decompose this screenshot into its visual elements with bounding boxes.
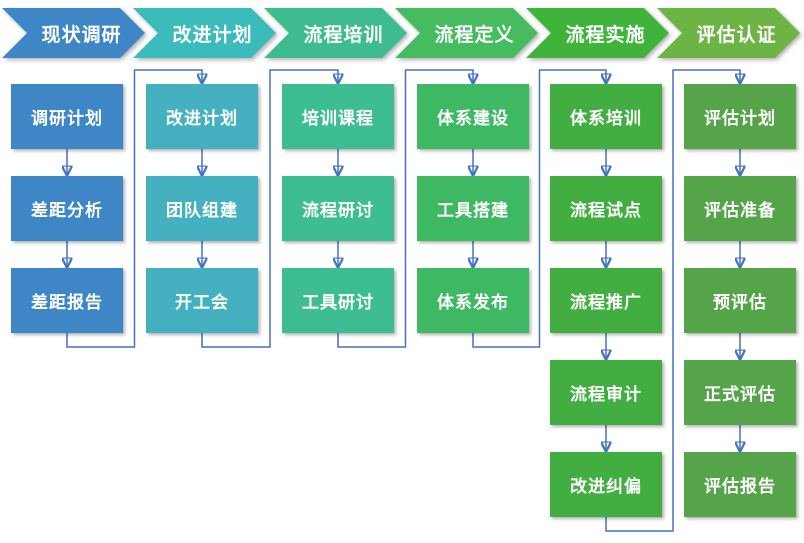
flow-step-box: 流程推广: [550, 268, 662, 333]
phase-chevron-shape: 流程培训: [264, 8, 407, 58]
flow-step-label: 调研计划: [31, 109, 103, 129]
phase-chevron-shape: 现状调研: [2, 8, 145, 58]
flow-step-box: 评估报告: [684, 452, 796, 517]
flow-step-box: 工具研讨: [282, 268, 394, 333]
phase-chevron-3: 流程培训: [264, 8, 407, 58]
flow-step-label: 改进纠偏: [570, 477, 642, 497]
phase-chevron-shape: 流程定义: [395, 8, 538, 58]
flow-step-box: 评估计划: [684, 84, 796, 149]
flow-step-box: 差距分析: [11, 176, 123, 241]
flow-step-label: 正式评估: [704, 385, 776, 405]
flow-step-label: 流程审计: [570, 385, 642, 405]
phase-label: 改进计划: [172, 23, 253, 46]
flow-step-box: 培训课程: [282, 84, 394, 149]
phase-chevron-2: 改进计划: [133, 8, 276, 58]
flow-step-box: 流程研讨: [282, 176, 394, 241]
flow-step-box: 体系培训: [550, 84, 662, 149]
flow-connector: [472, 69, 606, 348]
flow-step-label: 体系发布: [437, 293, 509, 313]
flow-step-box: 正式评估: [684, 360, 796, 425]
flow-step-box: 流程审计: [550, 360, 662, 425]
phase-label: 流程实施: [565, 23, 646, 46]
phase-chevron-shape: 流程实施: [526, 8, 669, 58]
phase-chevron-shape: 评估认证: [657, 8, 800, 58]
flow-step-label: 工具搭建: [437, 201, 509, 221]
flow-step-label: 改进计划: [166, 109, 238, 129]
flow-step-box: 预评估: [684, 268, 796, 333]
phase-label: 流程培训: [303, 23, 384, 46]
flow-step-box: 体系发布: [417, 268, 529, 333]
flow-step-box: 开工会: [146, 268, 258, 333]
flow-step-box: 调研计划: [11, 84, 123, 149]
flow-step-box: 体系建设: [417, 84, 529, 149]
flow-step-label: 评估计划: [704, 109, 776, 129]
flow-step-label: 体系建设: [437, 109, 509, 129]
flow-step-label: 流程试点: [570, 201, 642, 221]
phase-chevron-5: 流程实施: [526, 8, 669, 58]
flow-step-label: 差距报告: [31, 293, 103, 313]
flow-connector: [201, 69, 338, 348]
flow-step-box: 工具搭建: [417, 176, 529, 241]
flow-connector: [66, 69, 202, 348]
flow-connector: [605, 69, 740, 532]
phase-chevron-1: 现状调研: [2, 8, 145, 58]
flow-step-label: 培训课程: [302, 109, 374, 129]
flow-step-label: 体系培训: [570, 109, 642, 129]
flow-step-label: 团队组建: [166, 201, 238, 221]
flow-step-label: 评估准备: [704, 201, 776, 221]
flow-step-box: 评估准备: [684, 176, 796, 241]
phase-label: 现状调研: [41, 23, 122, 46]
flow-step-label: 开工会: [175, 293, 229, 313]
phase-chevron-shape: 改进计划: [133, 8, 276, 58]
flow-connector: [337, 69, 473, 348]
flow-step-box: 流程试点: [550, 176, 662, 241]
phase-label: 流程定义: [434, 23, 515, 46]
phase-chevron-4: 流程定义: [395, 8, 538, 58]
phase-label: 评估认证: [696, 23, 777, 46]
flow-step-label: 预评估: [713, 293, 767, 313]
flow-step-box: 差距报告: [11, 268, 123, 333]
flow-step-box: 团队组建: [146, 176, 258, 241]
flow-step-label: 工具研讨: [302, 293, 374, 313]
flow-step-box: 改进纠偏: [550, 452, 662, 517]
flow-step-box: 改进计划: [146, 84, 258, 149]
flow-step-label: 流程推广: [570, 293, 642, 313]
flow-step-label: 评估报告: [704, 477, 776, 497]
flow-step-label: 差距分析: [31, 201, 103, 221]
flow-step-label: 流程研讨: [302, 201, 374, 221]
phase-chevron-6: 评估认证: [657, 8, 800, 58]
